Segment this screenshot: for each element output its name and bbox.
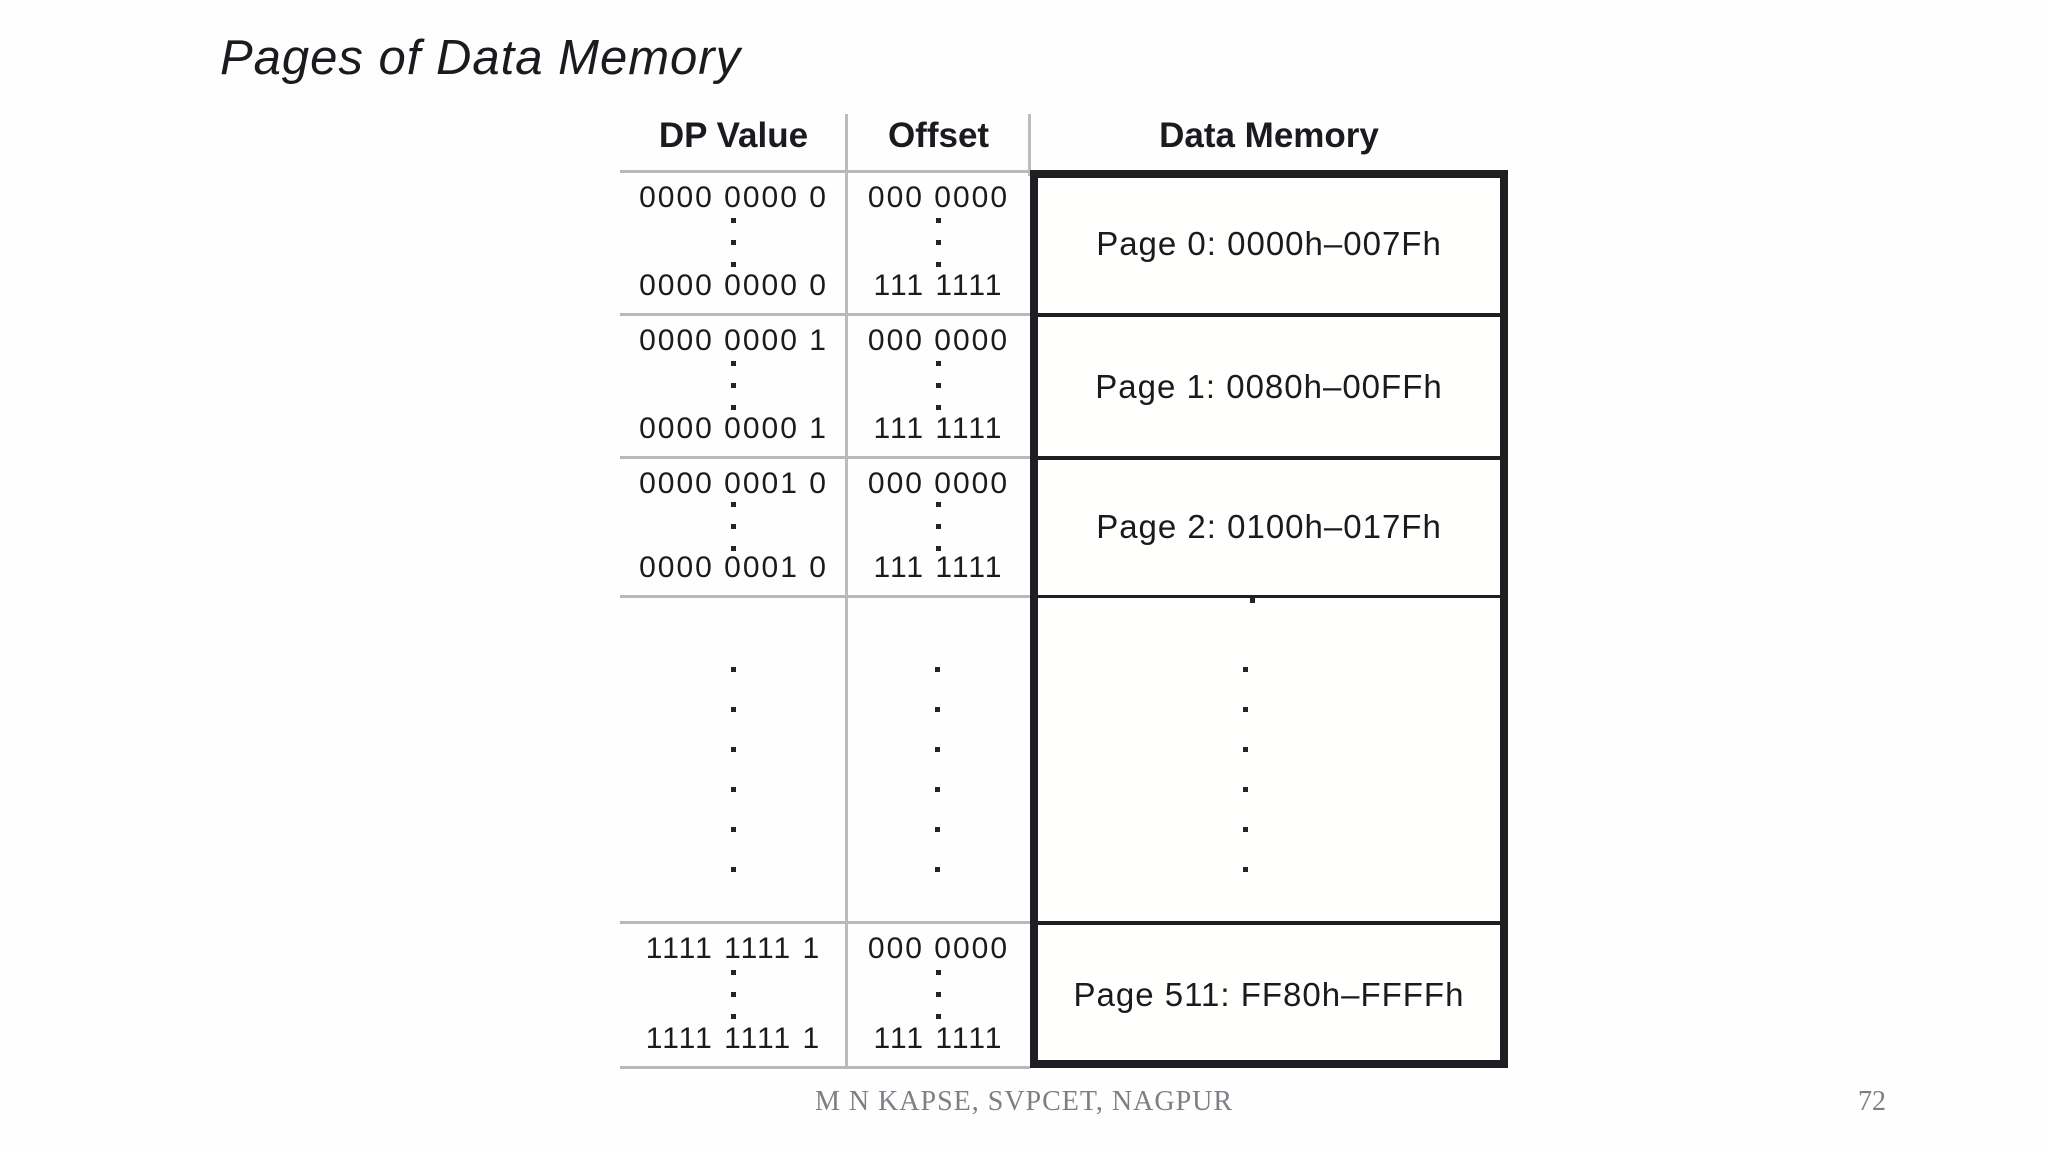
vertical-ellipsis xyxy=(936,501,941,551)
footer-credit: M N KAPSE, SVPCET, NAGPUR xyxy=(814,1086,1234,1117)
column-header-data-memory: Data Memory xyxy=(1159,116,1379,155)
binary-value: 0000 0001 0 xyxy=(639,467,828,500)
vertical-ellipsis xyxy=(936,360,941,410)
vertical-ellipsis xyxy=(731,969,736,1019)
dp-value-cell-row2: 0000 0000 1 0000 0000 1 xyxy=(620,324,847,446)
grid-vertical-line-offset-memory xyxy=(1028,114,1031,176)
binary-value: 000 0000 xyxy=(867,181,1010,214)
dp-value-cell-row3: 0000 0001 0 0000 0001 0 xyxy=(620,467,847,585)
offset-cell-row3: 000 0000 111 1111 xyxy=(847,467,1030,585)
dot xyxy=(1250,598,1255,603)
vertical-ellipsis xyxy=(731,501,736,551)
vertical-ellipsis xyxy=(936,969,941,1019)
vertical-ellipsis xyxy=(731,217,736,267)
grid-line-row1-bottom xyxy=(620,313,1030,316)
binary-value: 111 1111 xyxy=(873,551,1004,584)
vertical-ellipsis-dp-gap xyxy=(731,667,736,872)
memory-box-divider-1 xyxy=(1038,313,1500,317)
grid-line-table-bottom xyxy=(620,1066,1030,1069)
column-header-dp-value: DP Value xyxy=(658,116,809,155)
page-range-label-1: Page 1: 0080h–00FFh xyxy=(1095,368,1443,405)
data-memory-box xyxy=(1030,170,1508,1068)
binary-value: 111 1111 xyxy=(873,269,1004,302)
vertical-ellipsis-memory-gap xyxy=(1243,667,1248,872)
grid-line-header-bottom xyxy=(620,170,1030,173)
offset-cell-row1: 000 0000 111 1111 xyxy=(847,181,1030,303)
grid-line-row3-bottom xyxy=(620,595,1030,598)
binary-value: 111 1111 xyxy=(873,1022,1004,1055)
page-range-label-2: Page 2: 0100h–017Fh xyxy=(1096,508,1442,545)
page-range-label-511: Page 511: FF80h–FFFFh xyxy=(1073,976,1465,1013)
page-title: Pages of Data Memory xyxy=(220,31,742,85)
binary-value: 1111 1111 1 xyxy=(645,932,822,965)
vertical-ellipsis-offset-gap xyxy=(935,667,940,872)
binary-value: 0000 0001 0 xyxy=(639,551,828,584)
binary-value: 111 1111 xyxy=(873,412,1004,445)
memory-box-divider-2 xyxy=(1038,456,1500,460)
column-header-offset: Offset xyxy=(887,116,990,155)
binary-value: 0000 0000 0 xyxy=(639,181,828,214)
grid-line-gap-bottom xyxy=(620,921,1030,924)
dp-value-cell-row1: 0000 0000 0 0000 0000 0 xyxy=(620,181,847,303)
grid-line-row2-bottom xyxy=(620,456,1030,459)
page-range-label-0: Page 0: 0000h–007Fh xyxy=(1096,225,1442,262)
binary-value: 000 0000 xyxy=(867,324,1010,357)
offset-cell-row4: 000 0000 111 1111 xyxy=(847,932,1030,1056)
binary-value: 0000 0000 1 xyxy=(639,412,828,445)
memory-box-divider-4 xyxy=(1038,921,1500,925)
grid-vertical-line-dp-offset xyxy=(845,114,848,1068)
binary-value: 1111 1111 1 xyxy=(645,1022,822,1055)
offset-cell-row2: 000 0000 111 1111 xyxy=(847,324,1030,446)
vertical-ellipsis xyxy=(936,217,941,267)
binary-value: 0000 0000 1 xyxy=(639,324,828,357)
binary-value: 000 0000 xyxy=(867,932,1010,965)
footer-page-number: 72 xyxy=(1858,1086,1886,1117)
binary-value: 0000 0000 0 xyxy=(639,269,828,302)
dp-value-cell-row4: 1111 1111 1 1111 1111 1 xyxy=(620,932,847,1056)
binary-value: 000 0000 xyxy=(867,467,1010,500)
vertical-ellipsis xyxy=(731,360,736,410)
memory-box-divider-3 xyxy=(1038,595,1500,598)
